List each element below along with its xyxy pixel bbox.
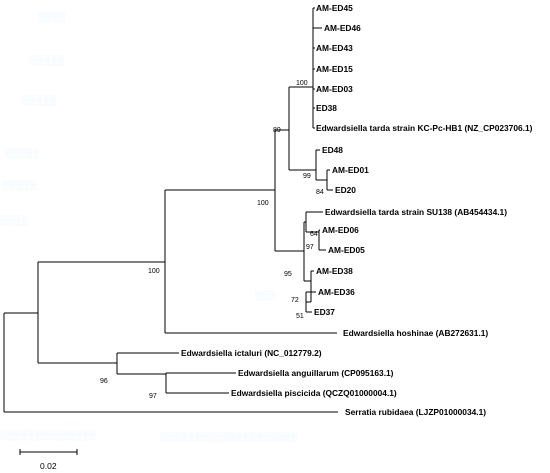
taxon-label: Edwardsiella tarda strain SU138 (AB45443… <box>325 207 507 217</box>
support-value: 97 <box>149 393 157 400</box>
support-value: 72 <box>291 297 299 304</box>
taxon-label: ED37 <box>314 307 335 317</box>
support-value: 95 <box>284 271 292 278</box>
taxon-label: AM-ED36 <box>318 287 355 297</box>
support-value: 64 <box>310 231 318 238</box>
taxon-label: AM-ED38 <box>316 266 353 276</box>
taxon-label: Serratia rubidaea (LJZP01000034.1) <box>345 407 486 417</box>
taxon-label: AM-ED06 <box>322 225 359 235</box>
support-value: 96 <box>100 378 108 385</box>
support-value: 99 <box>303 173 311 180</box>
taxon-label: ED38 <box>316 103 337 113</box>
tree-branches <box>3 7 338 455</box>
taxon-label: AM-ED45 <box>316 3 353 13</box>
taxon-label: AM-ED46 <box>324 23 361 33</box>
support-value: 100 <box>296 80 308 87</box>
scale-bar-label: 0.02 <box>40 461 57 471</box>
support-value: 89 <box>273 127 281 134</box>
taxon-label: AM-ED15 <box>316 64 353 74</box>
support-value: 100 <box>148 268 160 275</box>
taxon-label: AM-ED43 <box>316 43 353 53</box>
taxon-labels: AM-ED45 AM-ED46 AM-ED43 AM-ED15 AM-ED03 … <box>181 3 533 417</box>
taxon-label: AM-ED01 <box>332 165 369 175</box>
taxon-label: Edwardsiella anguillarum (CP095163.1) <box>238 368 394 378</box>
taxon-label: Edwardsiella hoshinae (AB272631.1) <box>343 328 488 338</box>
support-value: 97 <box>306 244 314 251</box>
support-values: 100 89 99 84 100 64 97 95 72 51 100 96 9… <box>100 80 324 400</box>
support-value: 100 <box>257 200 269 207</box>
support-value: 51 <box>296 313 304 320</box>
taxon-label: AM-ED03 <box>316 84 353 94</box>
taxon-label: ED20 <box>335 185 356 195</box>
support-value: 84 <box>316 189 324 196</box>
taxon-label: AM-ED05 <box>328 245 365 255</box>
taxon-label: Edwardsiella piscicida (QCZQ01000004.1) <box>231 388 397 398</box>
taxon-label: Edwardsiella tarda strain KC-Pc-HB1 (NZ_… <box>316 123 533 133</box>
taxon-label: ED48 <box>322 145 343 155</box>
taxon-label: Edwardsiella ictaluri (NC_012779.2) <box>181 348 322 358</box>
